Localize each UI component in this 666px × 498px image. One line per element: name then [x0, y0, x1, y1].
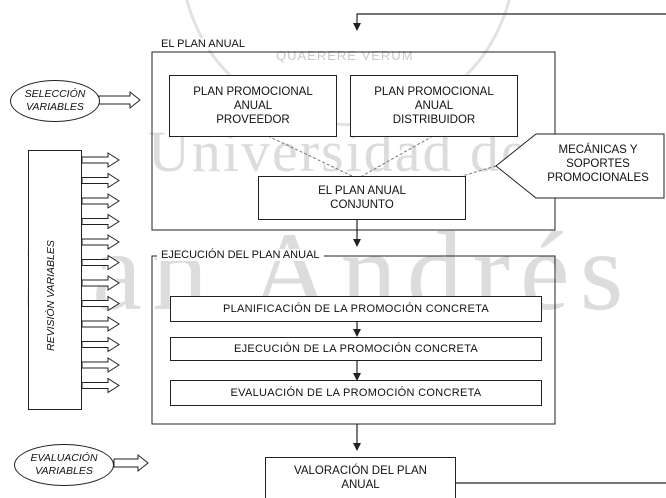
revision-arrow	[81, 336, 120, 353]
revision-arrow	[81, 316, 120, 332]
bar-evaluacion-text: EVALUACIÓN DE LA PROMOCIÓN CONCRETA	[230, 387, 482, 399]
box-valoracion-text: VALORACIÓN DEL PLAN ANUAL	[294, 465, 427, 491]
mecanicas-text: MECÁNICAS Y SOPORTES PROMOCIONALES	[547, 144, 649, 184]
ejecucion-frame	[151, 255, 556, 425]
revision-arrow	[81, 275, 120, 291]
arrow-seleccion	[98, 90, 141, 110]
revision-arrow	[81, 234, 120, 250]
revision-arrow	[81, 295, 120, 312]
revision-arrow	[81, 152, 120, 168]
revision-arrow	[81, 193, 120, 209]
revision-arrows	[81, 152, 120, 394]
oval-seleccion-variables: SELECCIÓN VARIABLES	[10, 80, 100, 122]
hollow-arrows	[98, 90, 149, 473]
box-plan-conjunto-text: EL PLAN ANUAL CONJUNTO	[318, 185, 406, 211]
arrow-evaluacion	[113, 453, 149, 473]
box-plan-proveedor: PLAN PROMOCIONAL ANUAL PROVEEDOR	[169, 75, 337, 137]
dashed-distribuidor	[361, 135, 434, 177]
revision-arrow	[81, 172, 120, 189]
oval-seleccion-text: SELECCIÓN VARIABLES	[24, 88, 86, 113]
plan-anual-label: EL PLAN ANUAL	[157, 38, 249, 50]
revision-arrow	[81, 357, 120, 373]
revision-arrow	[81, 213, 120, 230]
ejecucion-label: EJECUCIÓN DEL PLAN ANUAL	[157, 249, 324, 261]
feedback-loop-top	[353, 13, 666, 31]
bar-ejecucion-text: EJECUCIÓN DE LA PROMOCIÓN CONCRETA	[233, 343, 479, 355]
oval-evaluacion-text: EVALUACIÓN VARIABLES	[30, 452, 98, 477]
bar-evaluacion: EVALUACIÓN DE LA PROMOCIÓN CONCRETA	[170, 380, 542, 406]
box-revision-variables	[28, 150, 82, 410]
revision-variables-label: REVISIÓN VARIABLES	[45, 240, 57, 351]
oval-evaluacion-variables: EVALUACIÓN VARIABLES	[14, 444, 114, 486]
box-plan-conjunto: EL PLAN ANUAL CONJUNTO	[258, 176, 466, 220]
box-plan-distribuidor-text: PLAN PROMOCIONAL ANUAL DISTRIBUIDOR	[374, 86, 494, 126]
mecanicas-shape	[495, 133, 665, 199]
revision-arrow	[81, 377, 120, 394]
revision-arrow	[81, 254, 120, 271]
bar-planificacion: PLANIFICACIÓN DE LA PROMOCIÓN CONCRETA	[170, 296, 542, 322]
box-valoracion: VALORACIÓN DEL PLAN ANUAL	[265, 457, 456, 498]
bar-ejecucion: EJECUCIÓN DE LA PROMOCIÓN CONCRETA	[170, 337, 542, 361]
dashed-proveedor	[267, 135, 353, 177]
box-plan-distribuidor: PLAN PROMOCIONAL ANUAL DISTRIBUIDOR	[350, 75, 518, 137]
box-plan-proveedor-text: PLAN PROMOCIONAL ANUAL PROVEEDOR	[193, 86, 313, 126]
dashed-mecanicas	[461, 165, 497, 177]
bar-planificacion-text: PLANIFICACIÓN DE LA PROMOCIÓN CONCRETA	[222, 303, 490, 315]
